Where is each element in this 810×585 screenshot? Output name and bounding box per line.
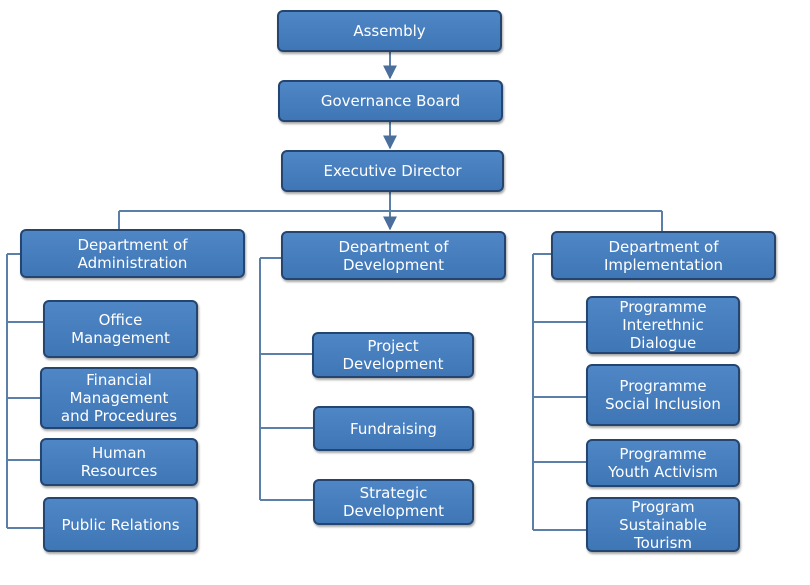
unit-programme-social-inclusion: Programme Social Inclusion (586, 364, 740, 426)
unit-fundraising: Fundraising (313, 406, 474, 451)
unit-human-resources: Human Resources (40, 438, 198, 486)
department-implementation-box: Department of Implementation (551, 231, 776, 280)
department-development-box: Department of Development (281, 231, 506, 280)
assembly-box: Assembly (277, 10, 502, 52)
governance-board-box: Governance Board (278, 80, 503, 122)
department-administration-box: Department of Administration (20, 229, 245, 278)
executive-director-box: Executive Director (281, 150, 504, 192)
unit-strategic-development: Strategic Development (313, 479, 474, 525)
unit-public-relations: Public Relations (43, 497, 198, 552)
unit-project-development: Project Development (312, 332, 474, 378)
unit-office-management: Office Management (43, 300, 198, 358)
unit-program-sustainable-tourism: Program Sustainable Tourism (586, 497, 740, 552)
unit-financial-management: Financial Management and Procedures (40, 367, 198, 429)
unit-programme-youth-activism: Programme Youth Activism (586, 439, 740, 487)
unit-programme-interethnic-dialogue: Programme Interethnic Dialogue (586, 296, 740, 354)
